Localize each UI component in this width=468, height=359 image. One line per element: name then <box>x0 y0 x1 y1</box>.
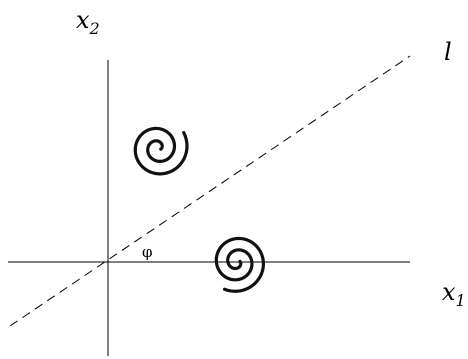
spiral-lower <box>214 236 266 293</box>
angle-phi-label: φ <box>142 243 153 261</box>
x1-axis-label: x1 <box>442 278 466 310</box>
line-l-label: l <box>444 38 452 66</box>
spiral-upper <box>133 126 189 176</box>
x2-axis-label: x2 <box>76 6 100 38</box>
line-l <box>9 55 411 327</box>
